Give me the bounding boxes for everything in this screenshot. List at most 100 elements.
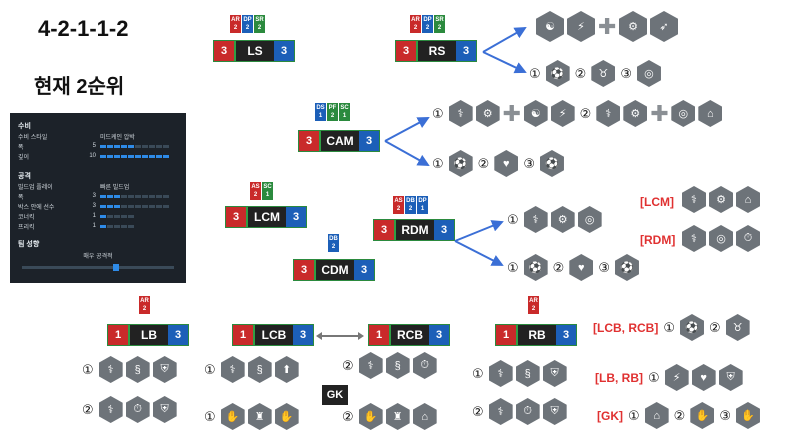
catapult-icon: ⚙ (619, 11, 647, 42)
number: ③ (598, 259, 610, 275)
number: ② (82, 401, 94, 417)
snake-icon: ⚕ (448, 100, 473, 127)
snake-icon: § (247, 356, 272, 383)
target-icon: ◎ (636, 60, 661, 87)
catapult-icon: ⚙ (475, 100, 500, 127)
arrow-up-icon: ⬆ (274, 356, 299, 383)
number: ① (204, 361, 216, 377)
number: ① (507, 211, 519, 227)
ls-card[interactable]: 3 LS 3 (213, 40, 295, 62)
shield-icon: ⛨ (152, 396, 177, 423)
gk-row-1: ① ✋ ♜ ✋ (202, 403, 299, 430)
ball-icon: ⚽ (614, 254, 639, 281)
team-value: 매우 공격적 (83, 254, 113, 260)
catapult-icon: ⚙ (550, 206, 575, 233)
lvl: 3 (556, 325, 576, 345)
lb-card[interactable]: 1 LB 3 (107, 324, 189, 346)
rs-card[interactable]: 3 RS 3 (395, 40, 477, 62)
rdm-card[interactable]: 3 RDM 3 (373, 219, 455, 241)
cam-card[interactable]: 3 CAM 3 (298, 130, 380, 152)
plus-icon: ✚ (598, 13, 617, 39)
number: ② (673, 407, 686, 423)
lcb-row-1: ① ⚕ § ⬆ (202, 356, 299, 383)
lvl: 3 (168, 325, 188, 345)
a-width-bar (100, 194, 169, 198)
cdm-card[interactable]: 3 CDM 3 (293, 259, 375, 281)
pos: RS (416, 41, 456, 61)
lcm-icons: ⚕ ⚙ ⌂ (682, 186, 760, 213)
lungs-icon: ♥ (691, 364, 716, 391)
number: ② (342, 408, 354, 424)
gk-card[interactable]: GK (322, 385, 348, 405)
snake-icon: ⚕ (220, 356, 245, 383)
pos: LB (128, 325, 168, 345)
rcb-row-2: ② ⚕ § ⏱ (340, 352, 437, 379)
team-slider-thumb (113, 264, 120, 271)
lcb-card[interactable]: 1 LCB 3 (232, 324, 314, 346)
lvl: 3 (293, 325, 313, 345)
pos: CAM (319, 131, 359, 151)
lb-row-1: ① ⚕ § ⛨ (80, 356, 177, 383)
box-bar (100, 204, 169, 208)
width-row: 폭 5 (18, 141, 178, 151)
arrow (454, 220, 504, 242)
cam-row-1: ① ⚕ ⚙ ✚ ☯ ⚡ ② ⚕ ⚙ ✚ ◎ ⌂ (430, 100, 723, 127)
lcb-rcb-row: [LCB, RCB] ① ⚽ ② ♉ (593, 314, 750, 341)
a-width-row: 폭 3 (18, 191, 178, 201)
bull-icon: ♉ (725, 314, 750, 341)
arrow (384, 117, 430, 142)
pos: RCB (389, 325, 429, 345)
lb-rb-label: [LB, RB] (595, 370, 643, 385)
depth-bar (100, 154, 169, 158)
cam-row-2: ① ⚽ ② ♥ ③ ⚽ (430, 150, 564, 177)
stopwatch-icon: ⏱ (736, 225, 760, 252)
target-icon: ◎ (577, 206, 602, 233)
lvl: 3 (359, 131, 379, 151)
goal-icon: ⌂ (644, 402, 669, 429)
number: ① (82, 361, 94, 377)
lvl: 3 (354, 260, 374, 280)
ovr: 3 (214, 41, 234, 61)
rcb-card[interactable]: 1 RCB 3 (368, 324, 450, 346)
pos: LS (234, 41, 274, 61)
number: ② (574, 65, 587, 81)
tower-icon: ♜ (247, 403, 272, 430)
ball-icon: ⚽ (679, 314, 704, 341)
lcb-rcb-label: [LCB, RCB] (593, 320, 659, 335)
snake-icon: ⚕ (488, 360, 513, 387)
lcm-card[interactable]: 3 LCM 3 (225, 206, 307, 228)
team-title: 팀 성향 (18, 241, 40, 248)
build-value: 빠른 빌드업 (100, 184, 130, 191)
width-value: 5 (92, 143, 96, 149)
shield-icon: ⛨ (152, 356, 177, 383)
lvl: 3 (274, 41, 294, 61)
defense-section-title: 수비 (18, 123, 31, 130)
rb-card[interactable]: 1 RB 3 (495, 324, 577, 346)
rdm-label: [RDM] (640, 233, 676, 247)
number: ③ (719, 407, 731, 423)
number: ① (648, 369, 660, 385)
ovr: 1 (108, 325, 128, 345)
number: ② (708, 319, 721, 335)
fk-row: 프리킥 1 (18, 221, 178, 231)
runner-icon: ⚡ (567, 11, 595, 42)
ovr: 1 (496, 325, 516, 345)
lvl: 3 (434, 220, 454, 240)
pos: RB (516, 325, 556, 345)
lb-rb-row: [LB, RB] ① ⚡ ♥ ⛨ (595, 364, 743, 391)
box-label: 박스 안에 선수 (18, 204, 55, 211)
box-value: 3 (92, 203, 96, 209)
cm-row-2: ① ⚽ ② ♥ ③ ⚽ (505, 254, 639, 281)
stopwatch-icon: ⏱ (412, 352, 437, 379)
